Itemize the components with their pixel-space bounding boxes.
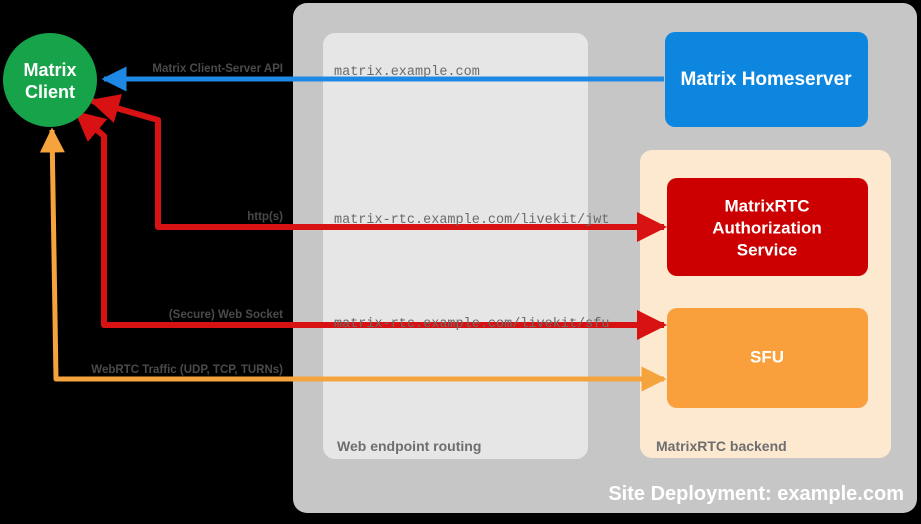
matrix-homeserver-label: Matrix Homeserver xyxy=(680,69,852,90)
node-matrixrtc-authorization-service[interactable]: MatrixRTC Authorization Service xyxy=(667,178,868,276)
matrix-client-label-line1: Matrix xyxy=(23,60,76,80)
endpoint-matrix-example-com: matrix.example.com xyxy=(334,65,480,80)
flow-label-client-server-api: Matrix Client-Server API xyxy=(152,63,283,75)
endpoint-livekit-sfu: matrix-rtc.example.com/livekit/sfu xyxy=(334,317,609,332)
flow-webrtc-traffic xyxy=(39,127,667,392)
group-label-matrixrtc-backend: MatrixRTC backend xyxy=(656,438,787,454)
node-sfu[interactable]: SFU xyxy=(667,308,868,408)
matrix-homeserver-box[interactable] xyxy=(665,32,868,127)
web-endpoint-routing-panel xyxy=(323,33,588,459)
sfu-label: SFU xyxy=(750,347,784,366)
flow-label-livekit-sfu: (Secure) Web Socket xyxy=(169,309,283,321)
auth-service-label-line3: Service xyxy=(737,240,798,259)
flow-label-webrtc-traffic: WebRTC Traffic (UDP, TCP, TURNs) xyxy=(91,364,283,376)
flow-webrtc-traffic-line xyxy=(39,127,667,392)
matrix-client-circle[interactable] xyxy=(3,33,97,127)
auth-service-label-line1: MatrixRTC xyxy=(724,196,809,215)
group-label-site-deployment: Site Deployment: example.com xyxy=(608,483,904,505)
matrix-client-label-line2: Client xyxy=(25,82,75,102)
node-matrix-client[interactable]: Matrix Client xyxy=(3,33,97,127)
matrixrtc-authorization-service-box[interactable] xyxy=(667,178,868,276)
auth-service-label-line2: Authorization xyxy=(712,218,822,237)
flow-label-livekit-jwt: http(s) xyxy=(247,211,283,223)
endpoint-livekit-jwt: matrix-rtc.example.com/livekit/jwt xyxy=(334,213,609,228)
node-matrix-homeserver[interactable]: Matrix Homeserver xyxy=(665,32,868,127)
sfu-box[interactable] xyxy=(667,308,868,408)
group-label-web-endpoint-routing: Web endpoint routing xyxy=(337,438,481,454)
